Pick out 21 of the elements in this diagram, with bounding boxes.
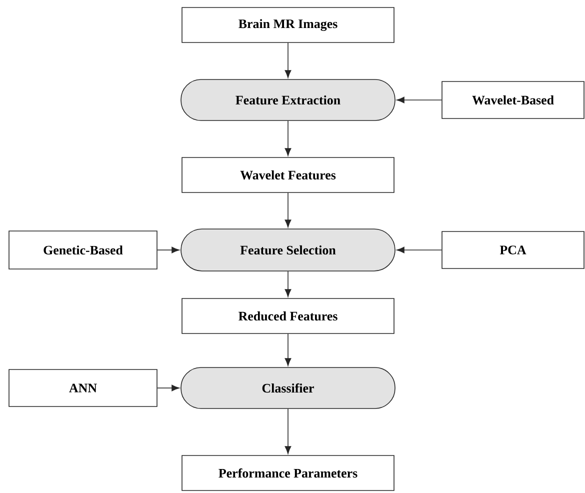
process-box: PCA: [442, 231, 584, 269]
process-box: Performance Parameters: [182, 455, 394, 491]
arrow: [396, 96, 442, 104]
process-pill: Feature Extraction: [180, 79, 396, 121]
arrow: [284, 334, 292, 366]
process-box: Brain MR Images: [182, 7, 394, 43]
process-box: Wavelet-Based: [442, 81, 584, 119]
process-pill: Classifier: [180, 367, 396, 409]
arrow: [284, 271, 292, 297]
arrow: [157, 384, 180, 392]
arrow: [284, 120, 292, 156]
arrow: [284, 408, 292, 454]
process-box: Genetic-Based: [8, 230, 158, 270]
arrow: [284, 192, 292, 228]
process-pill: Feature Selection: [180, 228, 396, 272]
arrow: [157, 246, 180, 254]
arrow: [284, 42, 292, 78]
arrow: [396, 246, 442, 254]
process-box: ANN: [8, 369, 158, 407]
process-box: Wavelet Features: [182, 157, 394, 193]
process-box: Reduced Features: [182, 298, 394, 334]
